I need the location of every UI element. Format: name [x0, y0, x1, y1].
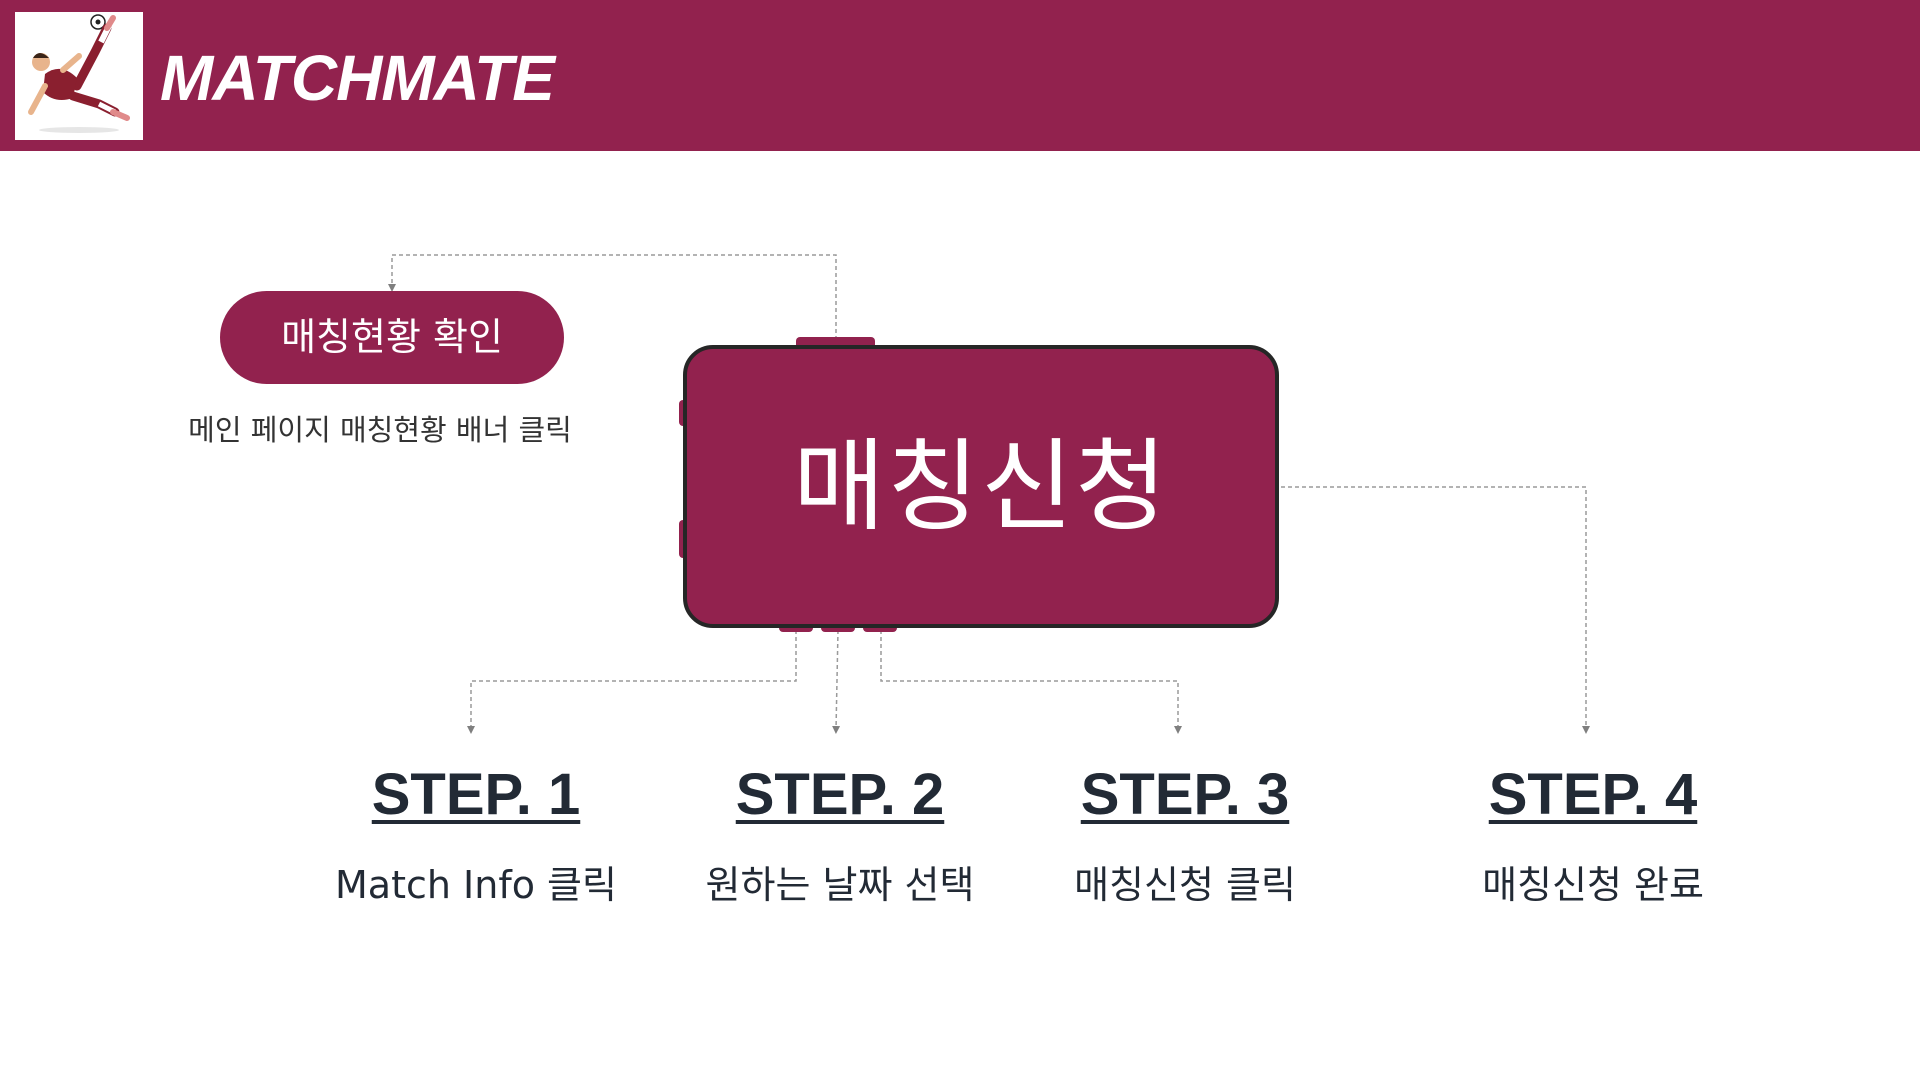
connector-to-step-3	[880, 630, 1182, 734]
step-description: 매칭신청 완료	[1482, 863, 1704, 907]
status-check-button[interactable]: 매칭현황 확인	[220, 291, 564, 384]
connector-to-step-2	[832, 629, 841, 734]
step-description: 원하는 날짜 선택	[705, 863, 975, 907]
connector-to-step-1	[467, 630, 797, 734]
step-2: STEP. 2 원하는 날짜 선택	[640, 755, 1040, 911]
match-request-title: 매칭신청	[793, 428, 1169, 545]
match-request-box: 매칭신청	[683, 345, 1279, 628]
step-title: STEP. 2	[735, 762, 945, 827]
step-4: STEP. 4 매칭신청 완료	[1393, 755, 1793, 911]
connector-to-status	[388, 254, 837, 340]
step-title: STEP. 3	[1080, 762, 1290, 827]
status-check-description: 메인 페이지 매칭현황 배너 클릭	[188, 413, 572, 447]
step-description: 매칭신청 클릭	[1074, 863, 1296, 907]
logo	[15, 12, 143, 140]
brand-title: MATCHMATE	[160, 42, 555, 114]
step-3: STEP. 3 매칭신청 클릭	[985, 755, 1385, 911]
connector-to-step-4	[1281, 486, 1590, 734]
step-title: STEP. 1	[371, 762, 581, 827]
step-description: Match Info 클릭	[335, 863, 617, 907]
header-bar: MATCHMATE	[0, 0, 1920, 151]
step-title: STEP. 4	[1488, 762, 1698, 827]
soccer-player-icon	[28, 14, 130, 133]
step-1: STEP. 1 Match Info 클릭	[276, 755, 676, 911]
